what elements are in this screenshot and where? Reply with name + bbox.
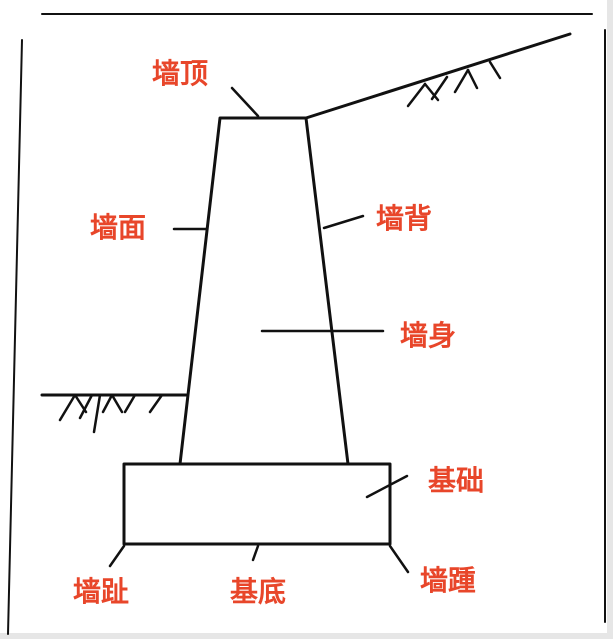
label-wall-top: 墙顶 bbox=[152, 57, 209, 90]
ground-hatching bbox=[58, 393, 164, 434]
label-foundation: 基础 bbox=[428, 464, 485, 497]
label-wall-toe: 墙趾 bbox=[73, 575, 130, 608]
slope-hatching bbox=[406, 60, 502, 108]
label-wall-back: 墙背 bbox=[376, 202, 433, 235]
leader-wall-back bbox=[322, 214, 365, 230]
foundation-shape bbox=[122, 462, 392, 546]
leader-wall-heel bbox=[388, 544, 410, 574]
leader-base-bottom bbox=[251, 544, 260, 562]
backfill-slope-line bbox=[304, 32, 572, 120]
leader-wall-top bbox=[230, 86, 260, 118]
label-wall-heel: 墙踵 bbox=[420, 564, 477, 597]
frame-left-border bbox=[7, 39, 23, 635]
label-wall-face: 墙面 bbox=[90, 211, 147, 244]
label-base-bottom: 基底 bbox=[230, 575, 287, 608]
leader-wall-toe bbox=[108, 544, 126, 568]
wall-body-shape bbox=[178, 116, 350, 466]
leader-foundation bbox=[365, 474, 409, 499]
label-wall-body: 墙身 bbox=[400, 319, 457, 352]
